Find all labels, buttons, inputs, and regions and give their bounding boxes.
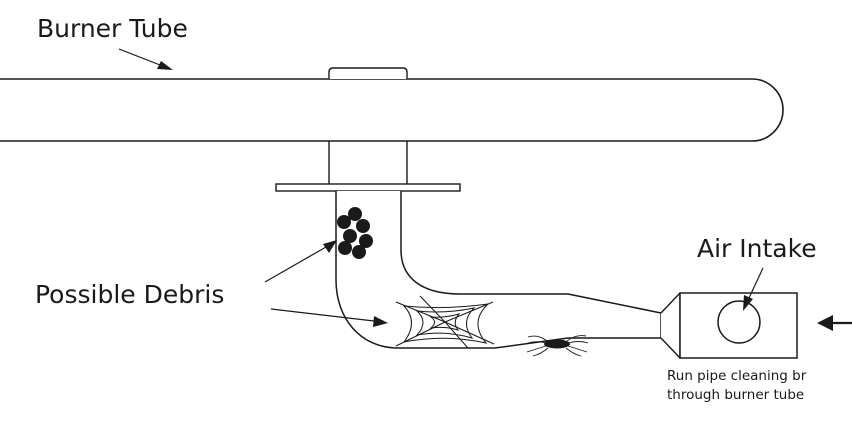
burner-tube-tab [328, 67, 408, 79]
tube-neck [328, 141, 408, 184]
mounting-flange [275, 183, 461, 192]
debris-particle [356, 219, 370, 233]
air-shutter-collar [660, 292, 681, 359]
air-intake-opening [717, 300, 761, 344]
spider-icon [525, 335, 589, 357]
web-leader-arrow [270, 308, 388, 327]
venturi-elbow-pipe [335, 191, 662, 349]
debris-particle [348, 207, 362, 221]
debris-particle [352, 245, 366, 259]
debris-particle [337, 215, 351, 229]
instruction-line-2: through burner tube [667, 387, 805, 403]
debris-particle [338, 241, 352, 255]
debris-particle [359, 234, 373, 248]
burner-tube [0, 78, 784, 142]
burner-tube-leader-arrow [118, 48, 173, 70]
debris-leader-arrow [264, 240, 337, 283]
debris-cluster [337, 207, 373, 259]
air-intake-leader-arrow [743, 267, 764, 311]
cleaning-instruction-text: Run pipe cleaning br through burner tube [667, 367, 806, 405]
possible-debris-label: Possible Debris [35, 280, 225, 309]
spider-web [395, 295, 495, 349]
instruction-line-1: Run pipe cleaning br [667, 368, 807, 384]
debris-particle [343, 229, 357, 243]
air-intake-label: Air Intake [697, 234, 817, 263]
arrow-left-icon [817, 315, 852, 331]
burner-tube-label: Burner Tube [37, 14, 188, 43]
